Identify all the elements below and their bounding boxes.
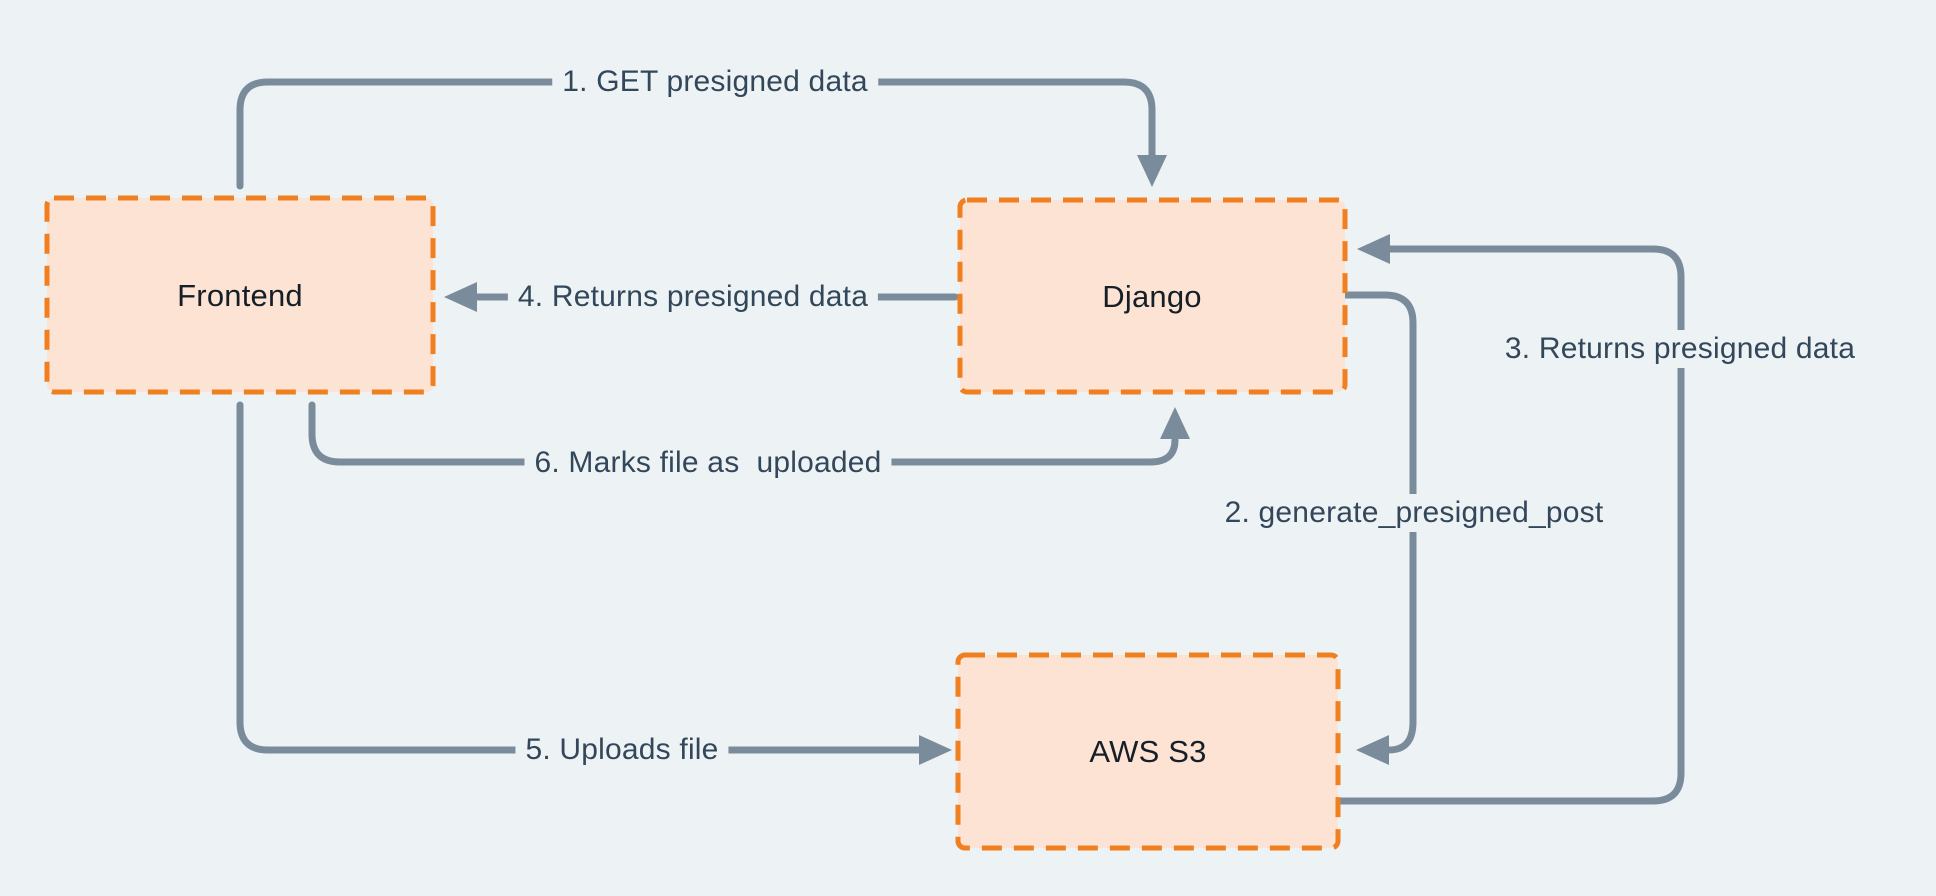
node-django-label: Django [1102,279,1202,314]
arrowhead-left-icon [444,282,477,312]
node-django-box [957,197,1348,395]
node-aws-s3-box [955,652,1341,851]
edge-label-1: 1. GET presigned data [552,63,878,101]
edge-label-6: 6. Marks file as uploaded [524,444,892,482]
arrowhead-left-icon [1357,234,1390,264]
edge-label-4: 4. Returns presigned data [507,278,879,316]
edge-2-generate-presigned-post [1341,291,1417,754]
edge-5-uploads-file [236,401,924,754]
arrowhead-left-icon [1356,735,1389,765]
node-frontend-box [44,195,436,395]
arrowhead-right-icon [919,735,952,765]
edge-label-2: 2. generate_presigned_post [1214,494,1614,532]
edge-6-marks-file-uploaded [308,401,1179,466]
arrowhead-up-icon [1160,407,1190,439]
edge-label-3: 3. Returns presigned data [1494,330,1866,368]
node-aws-s3-label: AWS S3 [1089,734,1207,769]
edge-3-returns-presigned-data [1334,245,1685,805]
node-frontend-label: Frontend [177,278,303,313]
arrowhead-down-icon [1137,155,1167,187]
edge-label-5: 5. Uploads file [515,731,729,769]
